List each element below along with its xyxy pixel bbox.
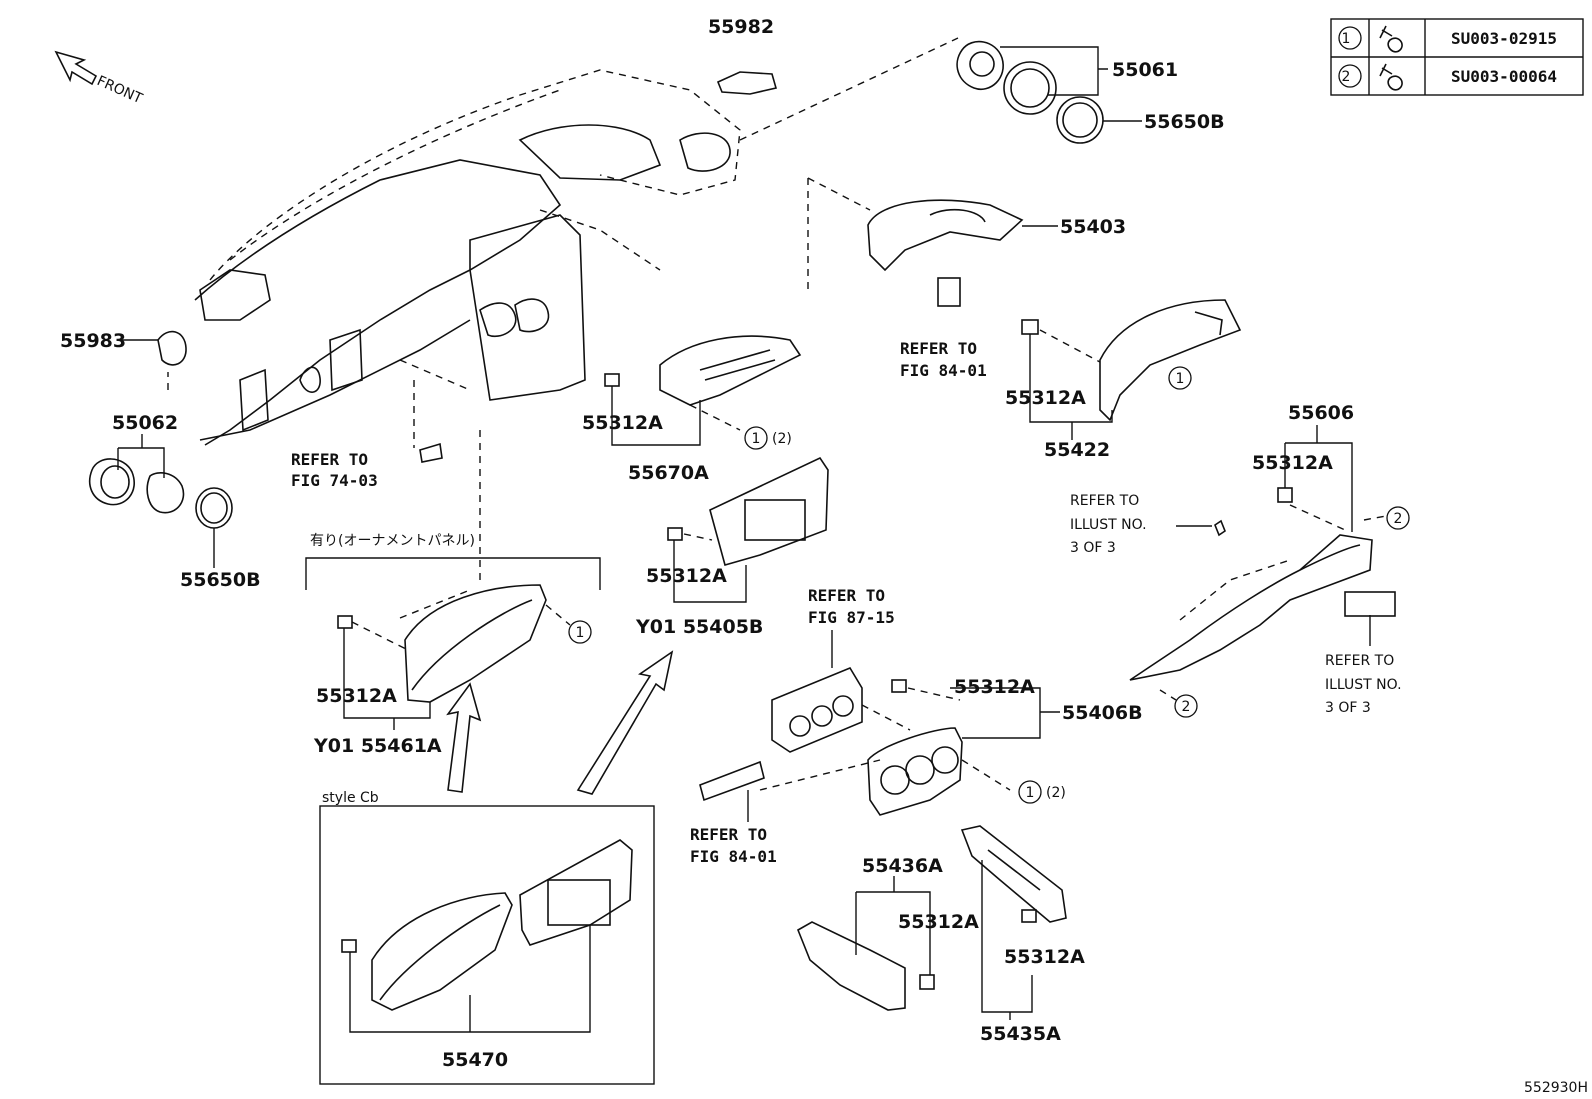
label-55312a-meter: 55312A — [1005, 387, 1086, 409]
meter-surround-55422 — [1021, 299, 1242, 422]
label-55061: 55061 — [1112, 59, 1178, 81]
refer-84-01-top-b: FIG 84-01 — [900, 361, 987, 380]
illust-b-3: 3 OF 3 — [1325, 700, 1371, 716]
meter-hood-55403 — [867, 199, 1024, 307]
label-55983: 55983 — [60, 330, 126, 352]
label-55461a: Y01 55461A — [313, 735, 442, 757]
style-box-label: style Cb — [322, 790, 379, 806]
illust-b-2: ILLUST NO. — [1325, 677, 1402, 693]
illust-a-3: 3 OF 3 — [1070, 540, 1116, 556]
label-55403: 55403 — [1060, 216, 1126, 238]
clip-74-03 — [419, 442, 443, 463]
table-key-2-icon — [1338, 64, 1362, 88]
label-55312a-orn: 55312A — [316, 685, 397, 707]
instrument-panel — [194, 69, 741, 446]
label-55606: 55606 — [1288, 402, 1354, 424]
ornament-panel-55461a — [337, 584, 547, 703]
label-55312a-hvac: 55312A — [954, 676, 1035, 698]
side-vent-55062 — [88, 458, 233, 529]
style-cb-box — [319, 805, 655, 1085]
side-panel-55435a — [960, 825, 1067, 923]
fastener-table — [1330, 18, 1584, 96]
bolt-icon — [1379, 25, 1403, 53]
callout-1-icon — [1168, 366, 1192, 390]
label-55405b: Y01 55405B — [635, 616, 763, 638]
hvac-control-unit — [699, 666, 863, 802]
diagonal-arrow-icon — [576, 650, 674, 795]
center-vent-55670a — [604, 335, 802, 406]
refer-87-15-a: REFER TO — [808, 586, 885, 605]
label-55436a: 55436A — [862, 855, 943, 877]
panel-55405b — [667, 456, 829, 566]
label-55312a-console: 55312A — [1252, 452, 1333, 474]
callout-2-icon — [1174, 694, 1198, 718]
hvac-panel-55406b — [867, 679, 963, 816]
refer-84-01-bot-a: REFER TO — [690, 825, 767, 844]
label-55312a-panel: 55312A — [646, 565, 727, 587]
bolt-icon — [1379, 63, 1403, 91]
illust-a-1: REFER TO — [1070, 493, 1139, 509]
callout-2-icon — [1386, 506, 1410, 530]
refer-84-01-bot-b: FIG 84-01 — [690, 847, 777, 866]
label-55312a-vent: 55312A — [582, 412, 663, 434]
side-panel-55983 — [157, 330, 187, 366]
label-55406b: 55406B — [1062, 702, 1143, 724]
label-55982: 55982 — [708, 16, 774, 38]
front-arrow-icon — [54, 50, 98, 86]
refer-87-15-b: FIG 87-15 — [808, 608, 895, 627]
refer-74-03-b: FIG 74-03 — [291, 471, 378, 490]
label-55650b-top: 55650B — [1144, 111, 1225, 133]
label-55062: 55062 — [112, 412, 178, 434]
label-55422: 55422 — [1044, 439, 1110, 461]
callout-1: 1 — [1176, 371, 1185, 387]
illust-a-2: ILLUST NO. — [1070, 517, 1147, 533]
side-vent-55061 — [956, 40, 1104, 144]
fastener-part-no-1: SU003-02915 — [1451, 29, 1557, 48]
callout-2: 2 — [1182, 699, 1191, 715]
illust-b-1: REFER TO — [1325, 653, 1394, 669]
callout-1-icon — [1018, 780, 1042, 804]
label-55650b-left: 55650B — [180, 569, 261, 591]
callout-2-suffix: (2) — [772, 431, 792, 447]
callout-1-icon — [568, 620, 592, 644]
lower-panel-55436a — [796, 921, 935, 1011]
up-arrow-icon — [446, 682, 482, 793]
callout-2-suffix: (2) — [1046, 785, 1066, 801]
callout-1: 1 — [752, 431, 761, 447]
label-55435a: 55435A — [980, 1023, 1061, 1045]
label-55670a: 55670A — [628, 462, 709, 484]
label-55312a-right: 55312A — [1004, 946, 1085, 968]
ornament-header: 有り(オーナメントパネル) — [310, 533, 475, 549]
refer-74-03-a: REFER TO — [291, 450, 368, 469]
console-55606 — [1129, 487, 1396, 681]
label-55470: 55470 — [442, 1049, 508, 1071]
ornament-set-55470 — [341, 839, 633, 1011]
label-55312a-lower: 55312A — [898, 911, 979, 933]
callout-1: 1 — [576, 625, 585, 641]
drawing-code: 552930H — [1524, 1080, 1588, 1096]
front-label: FRONT — [94, 73, 145, 107]
defroster-vent-55982 — [716, 71, 778, 95]
refer-84-01-top-a: REFER TO — [900, 339, 977, 358]
table-key-1: 1 — [1342, 31, 1351, 47]
callout-1-icon — [744, 426, 768, 450]
table-key-2: 2 — [1342, 69, 1351, 85]
fastener-part-no-2: SU003-00064 — [1451, 67, 1557, 86]
callout-1: 1 — [1026, 785, 1035, 801]
table-key-1-icon — [1338, 26, 1362, 50]
callout-2: 2 — [1394, 511, 1403, 527]
